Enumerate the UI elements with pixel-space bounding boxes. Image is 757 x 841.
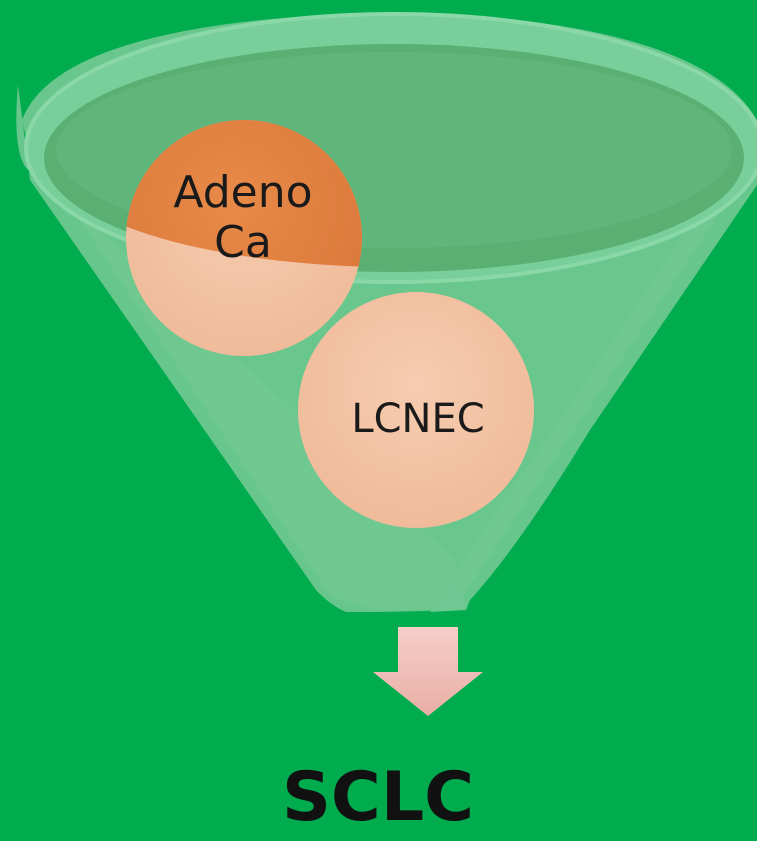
lcnec-label: LCNEC [300,395,536,443]
adeno-ca-label-line2: Ca [214,217,272,268]
down-arrow-icon [373,627,483,716]
adeno-ca-label: Adeno Ca [128,168,358,268]
adeno-ca-label-line1: Adeno [173,167,313,218]
sclc-output-label: SCLC [281,758,475,837]
lcnec-label-line1: LCNEC [351,396,485,442]
adeno-bubble-upper [126,120,362,267]
lcnec-bubble [298,292,534,528]
